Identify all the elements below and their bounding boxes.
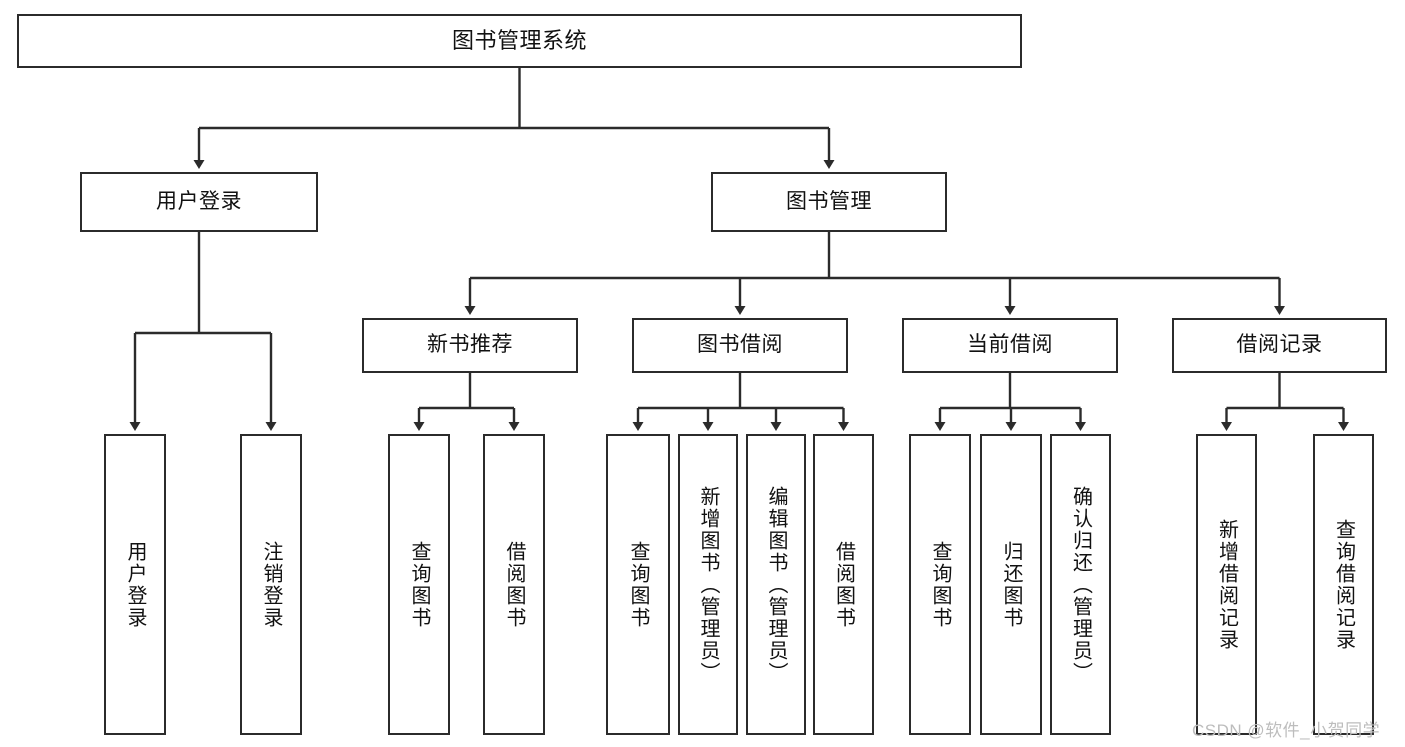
node-new-book-recommend[interactable]: 新书推荐 (362, 318, 578, 373)
node-borrow-record-label: 借阅记录 (1236, 333, 1323, 357)
node-leaf-query-record[interactable]: 查询借阅记录 (1313, 434, 1374, 735)
node-book-borrow[interactable]: 图书借阅 (632, 318, 848, 373)
node-book-borrow-label: 图书借阅 (697, 333, 783, 357)
node-leaf-query-book-borrow-label: 查询图书 (627, 540, 649, 629)
node-leaf-confirm-return-label: 确认归还（管理员） (1069, 485, 1092, 684)
node-leaf-user-login-label: 用户登录 (124, 540, 146, 629)
csdn-watermark: CSDN @软件_小贺同学 (1192, 721, 1381, 740)
node-leaf-edit-book[interactable]: 编辑图书（管理员） (746, 434, 806, 735)
node-root-label: 图书管理系统 (451, 27, 587, 53)
node-book-manage[interactable]: 图书管理 (711, 172, 947, 232)
node-leaf-user-login[interactable]: 用户登录 (104, 434, 166, 735)
node-current-borrow-label: 当前借阅 (967, 333, 1053, 357)
node-leaf-query-book-borrow[interactable]: 查询图书 (606, 434, 670, 735)
node-leaf-return-book-label: 归还图书 (1000, 540, 1022, 629)
node-leaf-add-record-label: 新增借阅记录 (1215, 518, 1238, 651)
node-leaf-query-book-rec[interactable]: 查询图书 (388, 434, 450, 735)
node-leaf-borrow-book-label: 借阅图书 (832, 540, 855, 629)
node-leaf-return-book[interactable]: 归还图书 (980, 434, 1042, 735)
node-leaf-add-book[interactable]: 新增图书（管理员） (678, 434, 738, 735)
node-leaf-borrow-book-rec-label: 借阅图书 (503, 540, 525, 629)
node-leaf-borrow-book-rec[interactable]: 借阅图书 (483, 434, 545, 735)
node-leaf-logout[interactable]: 注销登录 (240, 434, 302, 735)
node-leaf-query-book-cur[interactable]: 查询图书 (909, 434, 971, 735)
node-leaf-add-book-label: 新增图书（管理员） (697, 485, 719, 684)
node-new-book-recommend-label: 新书推荐 (427, 333, 513, 357)
node-leaf-edit-book-label: 编辑图书（管理员） (765, 485, 787, 684)
node-leaf-logout-label: 注销登录 (260, 540, 282, 629)
node-borrow-record[interactable]: 借阅记录 (1172, 318, 1387, 373)
node-user-login[interactable]: 用户登录 (80, 172, 318, 232)
node-leaf-query-book-rec-label: 查询图书 (408, 540, 430, 629)
node-leaf-add-record[interactable]: 新增借阅记录 (1196, 434, 1257, 735)
node-root[interactable]: 图书管理系统 (17, 14, 1022, 68)
node-leaf-borrow-book[interactable]: 借阅图书 (813, 434, 874, 735)
node-current-borrow[interactable]: 当前借阅 (902, 318, 1118, 373)
node-user-login-label: 用户登录 (156, 189, 242, 213)
node-book-manage-label: 图书管理 (786, 189, 872, 213)
node-leaf-query-record-label: 查询借阅记录 (1332, 518, 1355, 651)
node-leaf-confirm-return[interactable]: 确认归还（管理员） (1050, 434, 1111, 735)
node-leaf-query-book-cur-label: 查询图书 (929, 540, 951, 629)
